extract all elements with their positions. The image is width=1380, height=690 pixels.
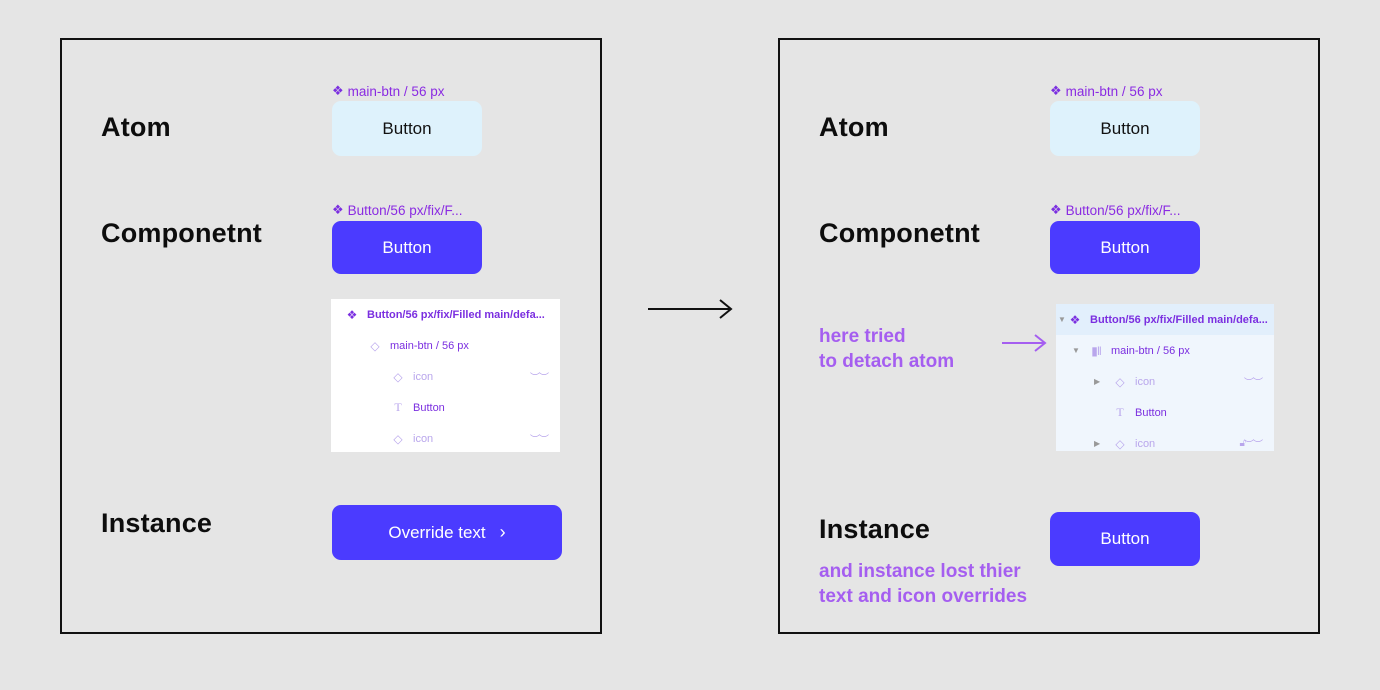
layer-row-icon[interactable]: ▶ ◇ icon ︶︶	[1094, 374, 1263, 390]
hidden-eye-icon[interactable]: ︶︶	[1244, 440, 1263, 451]
component-name: ❖ Button/56 px/fix/F...	[1050, 202, 1181, 218]
instance-icon: ◇	[1115, 436, 1125, 451]
atom-component-name: ❖ main-btn / 56 px	[332, 83, 445, 99]
hidden-eye-icon[interactable]: ︶︶	[1244, 378, 1263, 389]
instance-button[interactable]: Button	[1050, 512, 1200, 566]
component-icon: ❖	[346, 307, 358, 322]
arrow-right-icon	[1002, 334, 1047, 352]
layer-row-icon[interactable]: ◇ icon ︶︶	[331, 423, 560, 454]
instance-icon: ◇	[370, 338, 380, 353]
layer-row-component[interactable]: ▼ ❖ Button/56 px/fix/Filled main/defa...	[1056, 304, 1274, 335]
layer-row-atom[interactable]: ◇ main-btn / 56 px	[331, 330, 560, 361]
hidden-eye-icon[interactable]: ︶︶	[530, 373, 549, 384]
caret-down-icon[interactable]: ▼	[1072, 346, 1080, 355]
text-icon: T	[1116, 405, 1124, 419]
caret-down-icon[interactable]: ▼	[1058, 315, 1066, 324]
instance-icon: ◇	[1115, 374, 1125, 389]
layer-row-text[interactable]: T Button	[331, 392, 560, 423]
component-icon: ❖	[332, 83, 344, 98]
layers-panel: ❖ Button/56 px/fix/Filled main/defa... ◇…	[331, 299, 560, 452]
caret-right-icon[interactable]: ▶	[1094, 439, 1101, 448]
component-name: ❖ Button/56 px/fix/F...	[332, 202, 463, 218]
atom-label: Atom	[819, 112, 889, 142]
layer-row-text[interactable]: T Button	[1056, 397, 1274, 428]
frame-icon: ▮‖	[1091, 343, 1102, 358]
instance-label: Instance	[101, 508, 213, 538]
lost-overrides-note: and instance lost thier text and icon ov…	[819, 561, 1028, 607]
left-frame: Atom Componetnt Instance ❖ main-btn / 56…	[60, 38, 602, 634]
component-button[interactable]: Button	[1050, 221, 1200, 274]
layer-row-icon[interactable]: ◇ icon ︶︶	[331, 361, 560, 392]
right-frame: Atom Componetnt Instance ❖ main-btn / 56…	[778, 38, 1320, 634]
arrow-right-icon	[648, 299, 733, 319]
layer-row-component[interactable]: ❖ Button/56 px/fix/Filled main/defa...	[346, 307, 545, 322]
instance-icon: ◇	[393, 369, 403, 384]
hidden-eye-icon[interactable]: ︶︶	[530, 435, 549, 446]
component-icon: ❖	[1050, 83, 1062, 98]
layer-row-atom[interactable]: ▼ ▮‖ main-btn / 56 px	[1072, 343, 1190, 358]
component-icon: ❖	[332, 202, 344, 217]
chevron-right-icon: ›	[499, 522, 506, 542]
layers-panel: ▼ ❖ Button/56 px/fix/Filled main/defa...…	[1056, 304, 1274, 451]
caret-right-icon[interactable]: ▶	[1094, 377, 1101, 386]
text-icon: T	[394, 400, 402, 414]
detach-note: here tried to detach atom	[819, 326, 955, 372]
atom-label: Atom	[101, 112, 171, 142]
component-label: Componetnt	[101, 218, 262, 248]
component-icon: ❖	[1069, 312, 1081, 327]
atom-button[interactable]: Button	[1050, 101, 1200, 156]
instance-icon: ◇	[393, 431, 403, 446]
component-icon: ❖	[1050, 202, 1062, 217]
layer-row-icon[interactable]: ▶ ◇ icon 🔓︎ ︶︶	[1094, 436, 1263, 452]
atom-button[interactable]: Button	[332, 101, 482, 156]
component-label: Componetnt	[819, 218, 980, 248]
unlock-icon[interactable]: 🔓︎	[1239, 438, 1246, 449]
atom-component-name: ❖ main-btn / 56 px	[1050, 83, 1163, 99]
component-button[interactable]: Button	[332, 221, 482, 274]
instance-button[interactable]: Override text ›	[332, 505, 562, 560]
instance-label: Instance	[819, 514, 931, 544]
